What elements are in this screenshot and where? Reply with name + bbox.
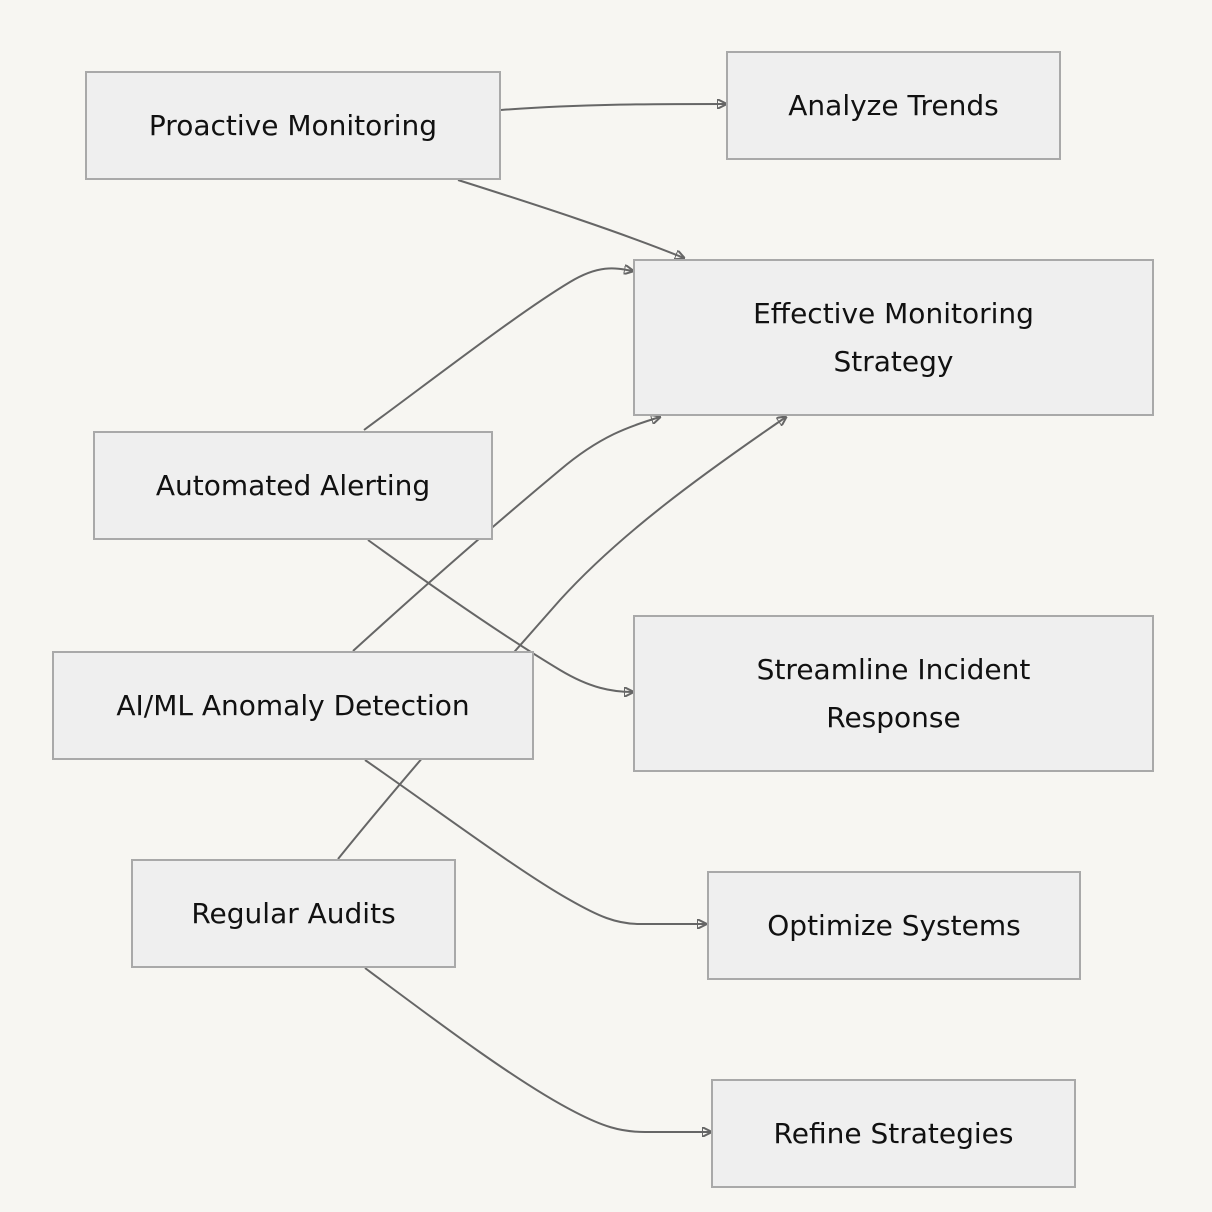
edge-alerting-to-incident-response bbox=[367, 539, 633, 692]
node-optimize-systems[interactable]: Optimize Systems bbox=[707, 871, 1081, 980]
node-ai-ml-anomaly-detection[interactable]: AI/ML Anomaly Detection bbox=[52, 651, 534, 760]
node-streamline-incident-response[interactable]: Streamline Incident Response bbox=[633, 615, 1154, 772]
node-regular-audits[interactable]: Regular Audits bbox=[131, 859, 456, 968]
edge-proactive-to-effective-strategy bbox=[457, 179, 684, 258]
edge-audits-to-effective-strategy bbox=[337, 417, 786, 860]
node-label: Refine Strategies bbox=[773, 1116, 1014, 1150]
node-label: Automated Alerting bbox=[155, 468, 431, 502]
node-analyze-trends[interactable]: Analyze Trends bbox=[726, 51, 1061, 160]
node-automated-alerting[interactable]: Automated Alerting bbox=[93, 431, 493, 540]
node-label: Proactive Monitoring bbox=[148, 108, 438, 142]
node-label: Effective Monitoring Strategy bbox=[753, 296, 1034, 378]
node-proactive-monitoring[interactable]: Proactive Monitoring bbox=[85, 71, 501, 180]
node-label: AI/ML Anomaly Detection bbox=[116, 688, 470, 722]
node-effective-monitoring-strategy[interactable]: Effective Monitoring Strategy bbox=[633, 259, 1154, 416]
node-refine-strategies[interactable]: Refine Strategies bbox=[711, 1079, 1076, 1188]
edge-audits-to-refine-strategies bbox=[364, 967, 711, 1132]
node-label: Streamline Incident Response bbox=[756, 652, 1031, 734]
node-label: Regular Audits bbox=[191, 896, 396, 930]
edge-proactive-to-analyze-trends bbox=[500, 104, 726, 111]
edge-alerting-to-effective-strategy bbox=[363, 268, 633, 431]
node-label: Optimize Systems bbox=[767, 908, 1021, 942]
edge-anomaly-to-optimize-systems bbox=[364, 759, 706, 924]
node-label: Analyze Trends bbox=[788, 88, 999, 122]
edge-anomaly-to-effective-strategy bbox=[352, 417, 660, 652]
